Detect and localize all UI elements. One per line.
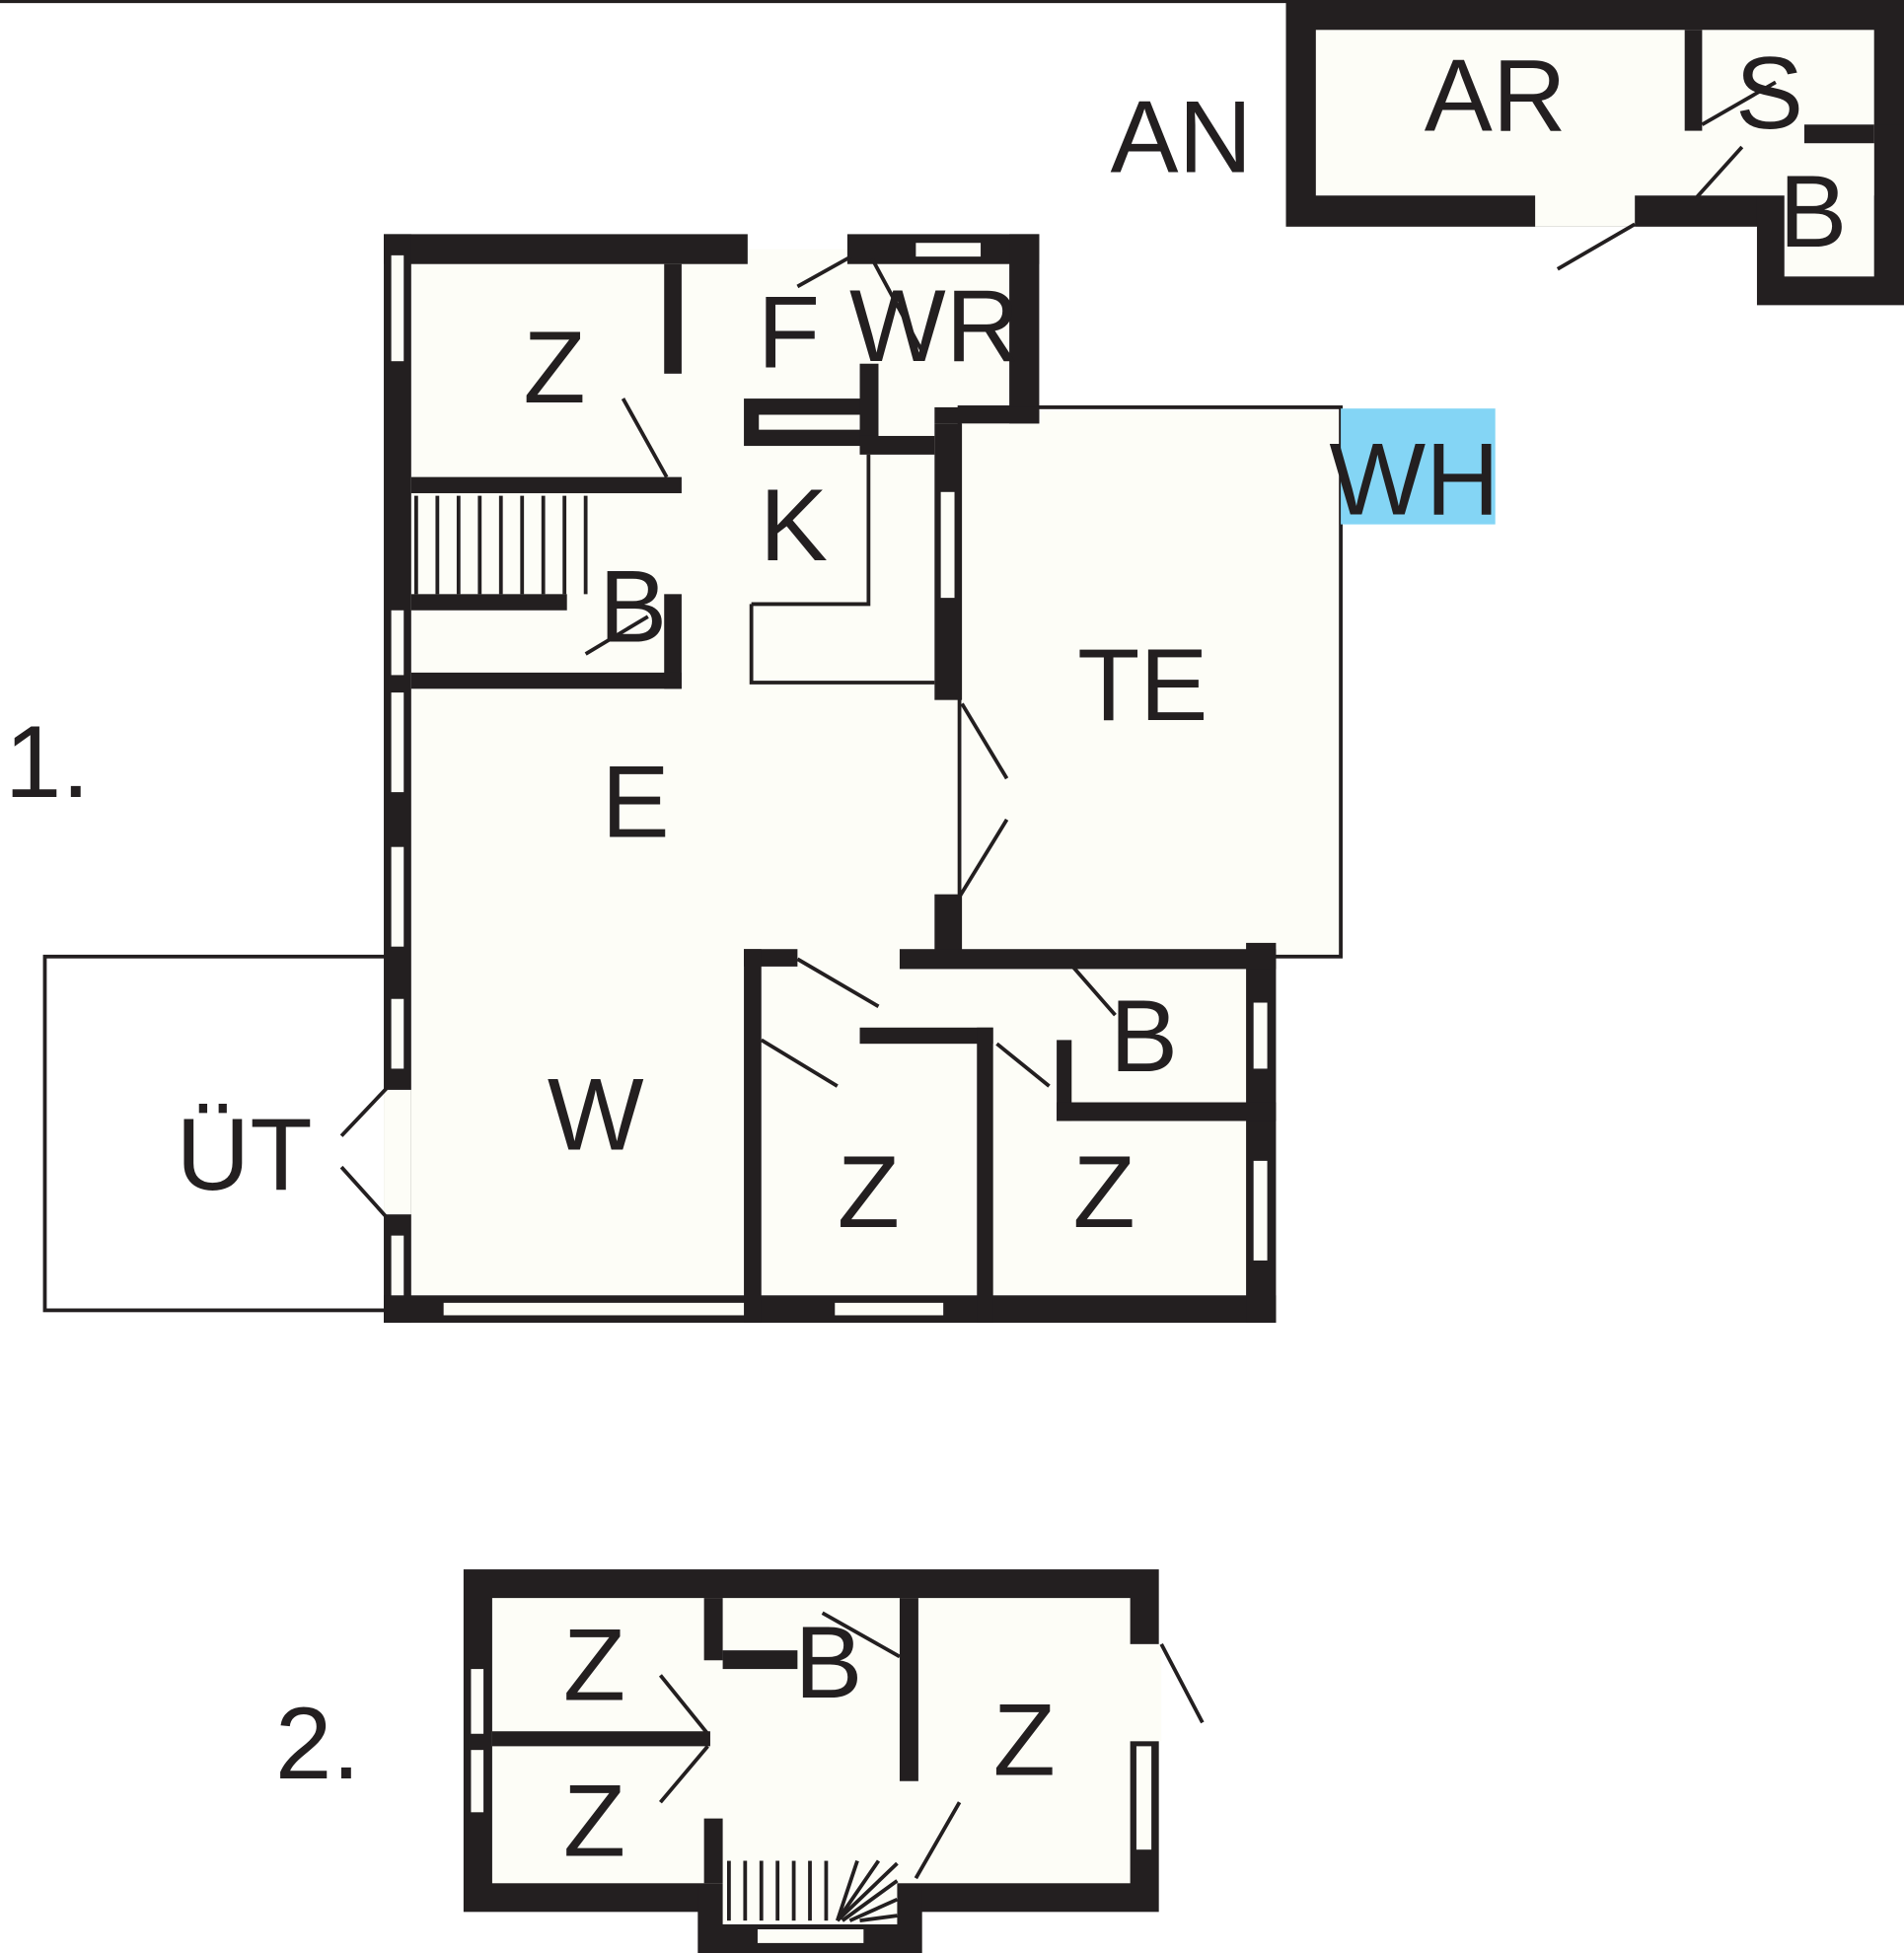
floor-1 [42,234,1496,1324]
room-label-e: E [602,745,670,859]
room-label-b: B [794,1605,862,1719]
room-label-z: Z [1072,1134,1135,1249]
room-label-b-annex: B [1779,154,1847,268]
room-label-z: Z [563,1764,625,1878]
room-label-te: TE [1077,627,1208,742]
room-label-b: B [599,548,667,663]
room-label-z: Z [838,1134,900,1249]
room-label-z: Z [523,310,585,424]
annex-label: AN [1110,79,1252,193]
room-label-wh: WH [1329,422,1500,537]
annex [1285,0,1904,306]
staircase-2 [727,1859,899,1923]
room-label-ut: ÜT [177,1097,313,1211]
room-label-f: F [758,275,820,390]
room-label-z: Z [563,1608,625,1722]
room-label-s: S [1735,36,1803,150]
room-label-wr: WR [849,268,1020,383]
floor-2 [463,1569,1205,1953]
room-label-b: B [1110,978,1178,1093]
room-label-w: W [548,1057,644,1172]
room-label-ar: AR [1425,38,1567,153]
wh-highlight [1341,408,1496,525]
floor-1-label: 1. [5,704,90,819]
room-label-z: Z [993,1682,1056,1796]
room-label-k: K [760,468,828,582]
staircase [413,495,588,595]
floor-2-label: 2. [275,1686,360,1800]
